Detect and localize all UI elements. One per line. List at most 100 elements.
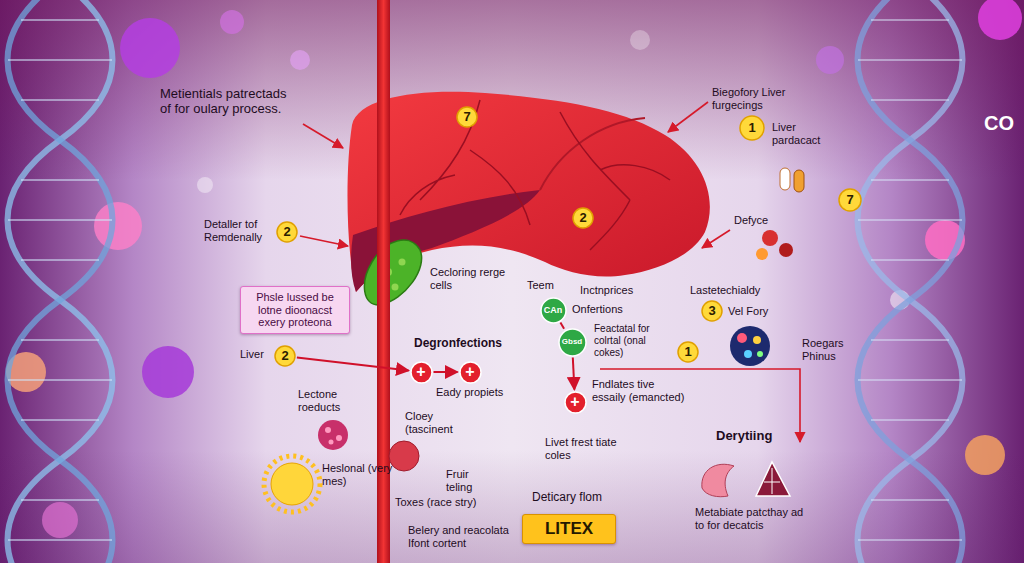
bubble [142, 346, 194, 398]
tissue-icon [389, 441, 419, 471]
node-text: LITEX [529, 519, 609, 539]
food-icon [756, 230, 793, 260]
pill [780, 168, 790, 190]
node-text: Gbsd [562, 337, 582, 346]
circle-fill [275, 346, 295, 366]
callout-number: 1 [677, 341, 699, 363]
sun-rays [264, 456, 320, 512]
callout-label: Detaller tof Remdenally [204, 218, 272, 244]
connector-arrow [560, 323, 564, 329]
callout-number: 2 [276, 221, 298, 243]
blood-vessel [377, 0, 390, 563]
sun-icon [264, 456, 320, 512]
onion [756, 462, 790, 496]
callout-number: 1 [739, 115, 765, 141]
liver-veins [400, 100, 670, 250]
leader-line [303, 124, 343, 148]
meat [702, 464, 734, 496]
bubbles [6, 0, 1022, 538]
meat-icon [702, 462, 790, 497]
helix-strand [858, 0, 963, 563]
gallbladder-dot [392, 284, 399, 291]
node-text: + [465, 363, 474, 381]
bubble [816, 46, 844, 74]
circle-fill [740, 116, 764, 140]
node-text: 2 [281, 349, 288, 364]
icon-dot [757, 351, 763, 357]
heading-label: Deticary flom [532, 490, 642, 504]
connector-arrow [297, 357, 409, 370]
note-text: Biegofory Liver furgecings [712, 86, 812, 112]
pills-icon [780, 168, 804, 192]
part-label: Eady propiets [436, 386, 506, 399]
fruit [756, 248, 768, 260]
circle-fill [702, 301, 722, 321]
tomato [762, 230, 778, 246]
green-marker: Gbsd [558, 328, 587, 357]
bubble [94, 202, 142, 250]
node-text: 7 [846, 193, 853, 208]
note-box: Phsle lussed be lotne dioonacst exery pr… [240, 286, 350, 334]
plus-marker: + [410, 361, 433, 384]
pill [794, 170, 804, 192]
node-text: 7 [463, 110, 470, 125]
helix-rungs [858, 20, 962, 540]
helix-strand [858, 0, 963, 563]
bubble [965, 435, 1005, 475]
helix-strand [8, 0, 113, 563]
circle-fill [411, 362, 432, 383]
circle-fill [559, 329, 586, 356]
connector-arrow [573, 358, 575, 390]
part-label: Heslonal (very mes) [322, 462, 394, 488]
node-text: 1 [684, 345, 691, 360]
helix-strand [8, 0, 113, 563]
leader-line [668, 102, 708, 132]
node-text: 2 [283, 225, 290, 240]
callout-label: Vel Fory [728, 305, 788, 318]
leader-line [702, 230, 730, 248]
part-label: Cloey (tascinent [405, 410, 480, 436]
gallbladder [364, 240, 421, 305]
icon-dot [737, 333, 747, 343]
bubble [978, 0, 1022, 40]
icon-disc [730, 326, 770, 366]
leader-lines [300, 102, 800, 442]
plus-marker: + [564, 391, 587, 414]
callout-number: 7 [838, 188, 862, 212]
callout-number: 7 [456, 106, 478, 128]
note-text: Fndlates tive essaily (emancted) [592, 378, 688, 404]
part-label: Inctnprices [580, 284, 660, 297]
part-label: Livet frest tiate coles [545, 436, 625, 462]
callout-number: 3 [701, 300, 723, 322]
bubble [630, 30, 650, 50]
bubble [290, 50, 310, 70]
note-text: Belery and reacolata Ifont cortent [408, 524, 518, 550]
title-box: LITEX [522, 514, 616, 544]
gallbladder-dot [399, 259, 406, 266]
callout-number: 2 [274, 345, 296, 367]
part-label: Cecloring rerge cells [430, 266, 514, 292]
liver-organ [347, 92, 709, 305]
bubble [197, 177, 213, 193]
node-text: CAn [544, 305, 563, 315]
note-text: Feactatal for colrtal (onal cokes) [594, 323, 674, 358]
onion-lines [764, 468, 780, 494]
cell-dot [325, 427, 331, 433]
leader-line [300, 236, 348, 246]
part-label: Teem [527, 279, 567, 292]
helix-rungs [8, 20, 112, 540]
part-label: Onfertions [572, 303, 642, 316]
node-text: 2 [579, 211, 586, 226]
watermark: CO [984, 112, 1020, 136]
circle-fill [277, 222, 297, 242]
heading-label: Derytiing [716, 428, 796, 443]
bubble [42, 502, 78, 538]
dna-helix [8, 0, 113, 563]
circle-fill [541, 298, 566, 323]
circle-fill [565, 392, 586, 413]
cell-dot [329, 440, 334, 445]
cell-dot [336, 435, 342, 441]
connector-arrow [434, 371, 458, 373]
